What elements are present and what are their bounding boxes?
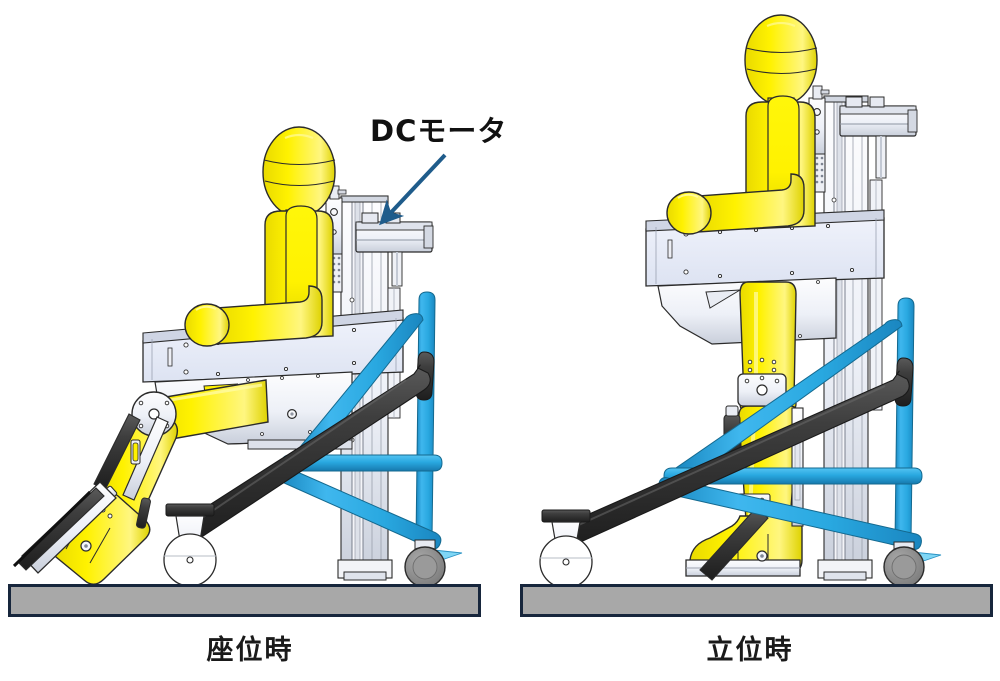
caption-standing: 立位時	[706, 635, 794, 666]
dc-motor-label: DCモータ	[370, 114, 508, 148]
caption-seated: 座位時	[206, 635, 294, 666]
base-frame	[817, 559, 873, 581]
base-frame	[337, 559, 393, 581]
panel-seated: 座位時	[8, 126, 481, 666]
caster-wheel-front	[163, 503, 217, 587]
armrest-bar	[179, 351, 435, 542]
arm	[666, 173, 805, 235]
head	[744, 14, 818, 106]
panel-standing: 立位時	[500, 0, 1000, 681]
caster-wheel-rear	[883, 541, 925, 588]
floor-bar-standing	[520, 584, 993, 617]
arm	[184, 285, 323, 347]
head	[262, 126, 336, 218]
caster-wheel-front	[539, 509, 593, 589]
seated-scene	[12, 126, 463, 588]
caster-wheel-rear	[404, 539, 446, 588]
standing-scene	[539, 14, 942, 589]
exoskeleton-leg-brace	[12, 391, 177, 574]
dc-motor	[839, 96, 918, 179]
dc-motor-arrow	[379, 153, 447, 226]
floor-bar-seated	[8, 584, 481, 617]
arrow-line	[379, 153, 447, 226]
mannequin-seated	[51, 126, 336, 585]
exoskeleton-leg-brace	[685, 357, 804, 581]
